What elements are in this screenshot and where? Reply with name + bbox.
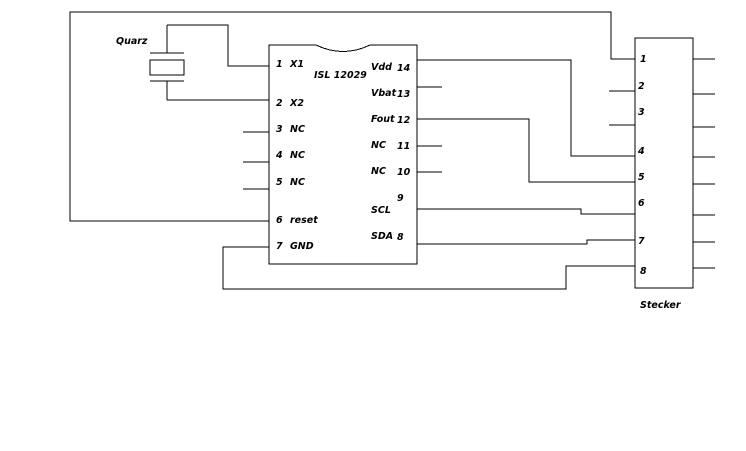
pin-7-number: 7 xyxy=(276,241,283,252)
pin-14-label: Vdd xyxy=(371,62,392,73)
ic-name: ISL 12029 xyxy=(314,70,367,81)
pin-14-number: 14 xyxy=(397,63,411,74)
wire-reset-to-connector-1 xyxy=(69,11,635,222)
pin-3-label: NC xyxy=(290,124,305,135)
pin-3-number: 3 xyxy=(276,124,283,135)
pin-6-number: 6 xyxy=(276,215,283,226)
pin-9-number: 9 xyxy=(397,193,404,204)
connector-pin-3-number: 3 xyxy=(638,107,645,118)
connector-pin-7-number: 7 xyxy=(638,236,645,247)
connector-pin-1-number: 1 xyxy=(640,54,647,65)
crystal-body xyxy=(149,59,185,76)
crystal-label: Quarz xyxy=(116,36,148,47)
connector-body xyxy=(634,37,694,289)
wire-crystal-x1 xyxy=(167,24,269,67)
wire-vdd-to-connector-4 xyxy=(417,59,635,157)
pin-12-label: Fout xyxy=(371,114,395,125)
connector-label: Stecker xyxy=(640,300,682,311)
pin-5-label: NC xyxy=(290,177,305,188)
pin-8-label: SDA xyxy=(371,231,393,242)
wire-gnd-to-connector-8 xyxy=(222,246,635,290)
ic-body xyxy=(268,44,418,265)
wire-sda-to-connector-7 xyxy=(417,239,635,245)
wire-fout-to-connector-5 xyxy=(417,118,635,183)
pin-2-number: 2 xyxy=(276,98,283,109)
connector-pin-6-number: 6 xyxy=(638,198,645,209)
pin-10-number: 10 xyxy=(397,167,411,178)
pin-2-label: X2 xyxy=(289,98,304,109)
pin-13-number: 13 xyxy=(397,89,411,100)
pin-9-label: SCL xyxy=(371,205,391,216)
pin-4-label: NC xyxy=(290,150,305,161)
connector-pin-8-number: 8 xyxy=(640,266,647,277)
pin-13-label: Vbat xyxy=(371,88,397,99)
pin-4-number: 4 xyxy=(275,150,283,161)
connector-pin-2-number: 2 xyxy=(638,81,645,92)
pin-11-number: 11 xyxy=(397,141,410,152)
pin-11-label: NC xyxy=(371,140,386,151)
pin-8-number: 8 xyxy=(397,232,404,243)
connector-pin-4-number: 4 xyxy=(637,146,645,157)
pin-7-label: GND xyxy=(290,241,314,252)
pin-10-label: NC xyxy=(371,166,386,177)
pin-12-number: 12 xyxy=(397,115,411,126)
pin-1-label: X1 xyxy=(289,59,304,70)
wire-scl-to-connector-6 xyxy=(417,208,635,215)
pin-5-number: 5 xyxy=(276,177,283,188)
connector-pin-5-number: 5 xyxy=(638,172,645,183)
pin-1-number: 1 xyxy=(276,59,283,70)
pin-6-label: reset xyxy=(290,215,318,226)
